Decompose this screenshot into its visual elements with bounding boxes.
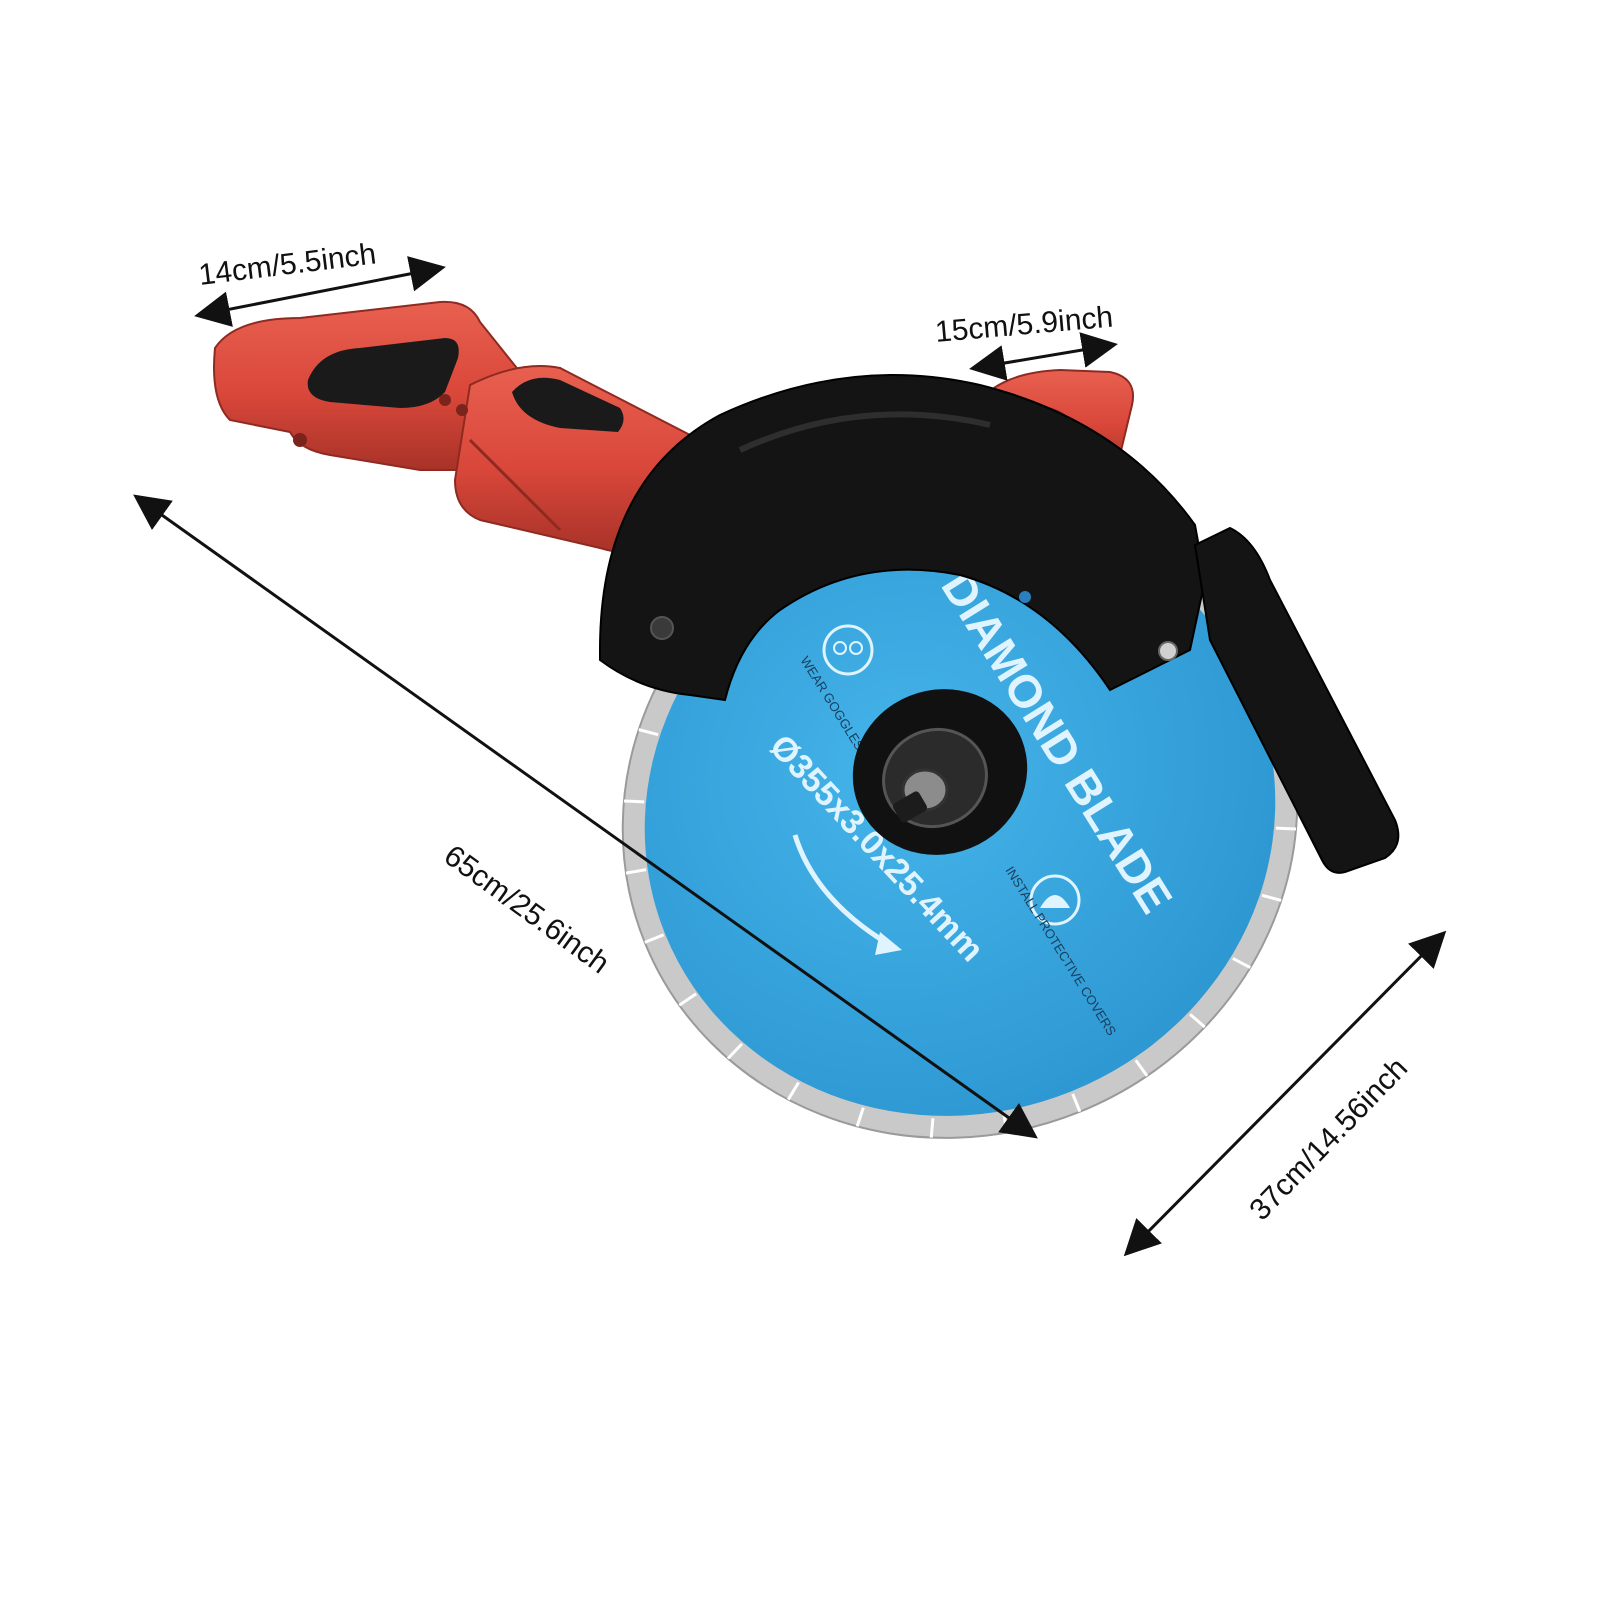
blade-segment-gap bbox=[623, 799, 645, 804]
blade-segment-gap bbox=[929, 1118, 935, 1138]
power-switch-icon bbox=[512, 377, 624, 432]
handle-width-label: 14cm/5.5inch bbox=[197, 237, 378, 292]
guard-lever bbox=[1193, 526, 1400, 874]
blade-segment-gap bbox=[1261, 893, 1282, 902]
guard-width-label: 15cm/5.9inch bbox=[934, 301, 1115, 349]
blade-span-label: 37cm/14.56inch bbox=[1243, 1052, 1414, 1227]
blade-segment-gap bbox=[1071, 1093, 1082, 1113]
total-length-label: 65cm/25.6inch bbox=[438, 839, 615, 980]
blade-segment-gap bbox=[1275, 826, 1297, 831]
dimension-guard-width: 15cm/5.9inch bbox=[934, 301, 1118, 381]
dimension-handle-width: 14cm/5.5inch bbox=[194, 237, 446, 327]
